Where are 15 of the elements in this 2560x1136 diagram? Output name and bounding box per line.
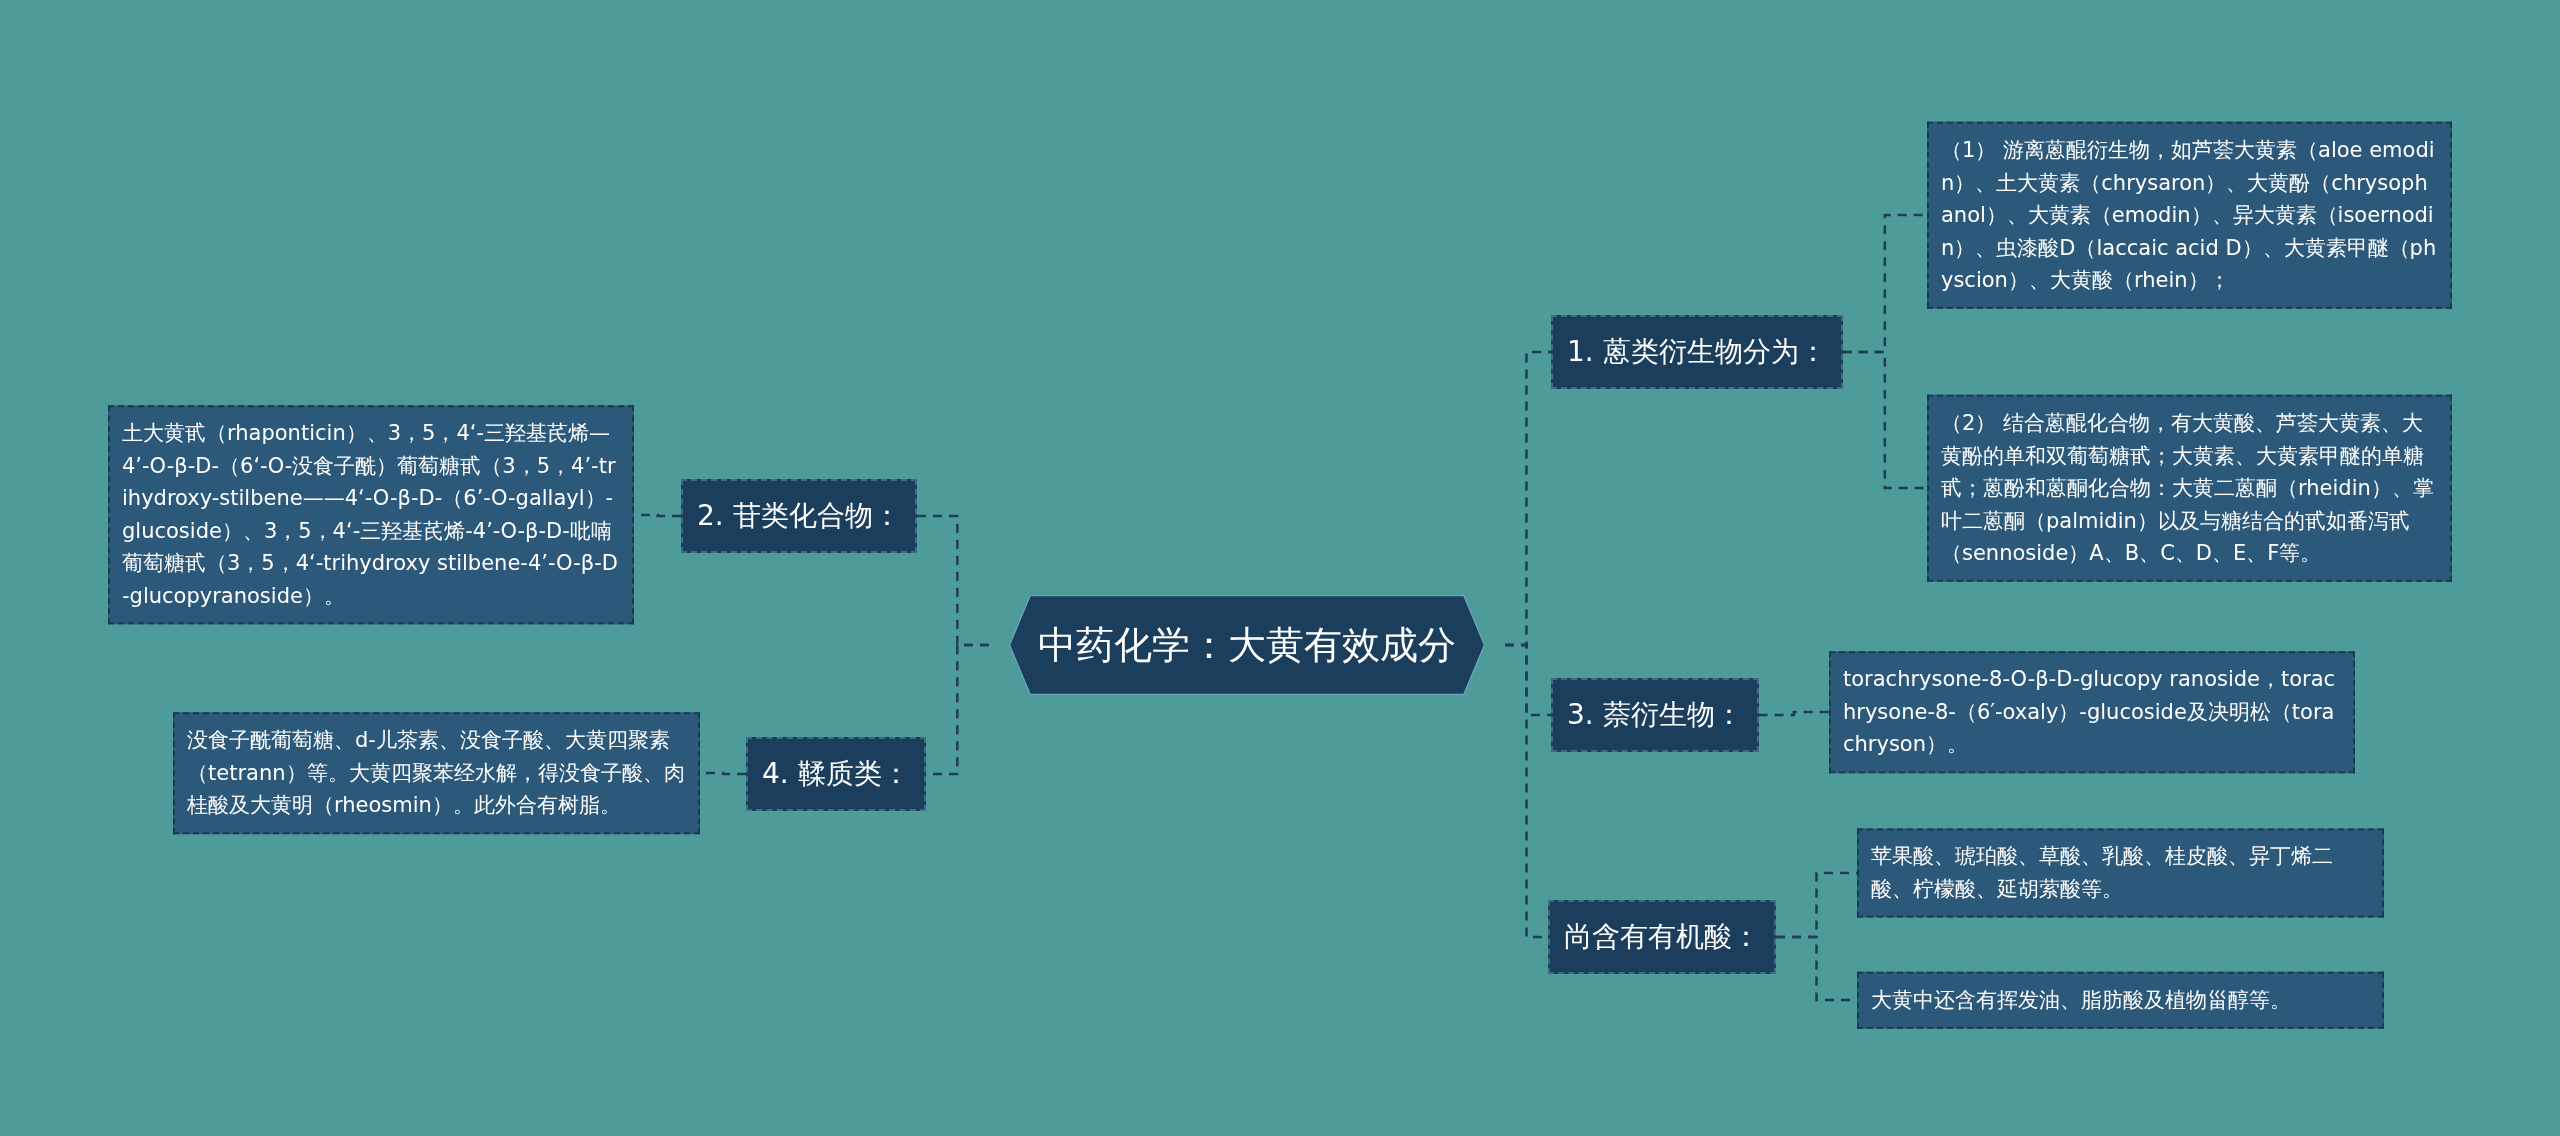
branch-topic: 2. 苷类化合物： [681,479,917,553]
detail-note: 没食子酰葡萄糖、d-儿茶素、没食子酸、大黄四聚素（tetrann）等。大黄四聚苯经水解，得没食子酸、肉桂酸及大黄明（rheosmin）。此外合有树脂。 [173,712,700,834]
detail-note: torachrysone-8-O-β-D-glucopy ranoside，torachrysone-8-（6′-oxaly）-glucoside及决明松（torachryson）。 [1829,651,2355,773]
central-topic-text: 中药化学：大黄有效成分 [1038,622,1456,667]
branch-topic: 1. 蒽类衍生物分为： [1551,315,1843,389]
detail-note: （2） 结合蒽醌化合物，有大黄酸、芦荟大黄素、大黄酚的单和双葡萄糖甙；大黄素、大黄素甲醚的单糖甙；蒽酚和蒽酮化合物：大黄二蒽酮（rheidin）、掌叶二蒽酮（palmidin）以及与糖结合的甙如番泻甙（sennoside）A、B、C、D、E、F等。 [1927,394,2452,582]
branch-topic: 4. 鞣质类： [746,737,926,811]
branch-topic: 3. 萘衍生物： [1551,678,1759,752]
connector-line [1758,710,1829,717]
detail-note: 土大黄甙（rhaponticin）、3，5，4‘-三羟基芪烯—4’-O-β-D-（6‘-O-没食子酰）葡萄糖甙（3，5，4’-trihydroxy-stilbene——4‘-O-β-D-（6’-O-gallayl）-glucoside）、3，5，4‘-三羟基芪烯-4’-O-β-D-吡喃葡萄糖甙（3，5，4‘-trihydroxy stilbene-4’-O-β-D-glucopyranoside）。 [108,405,634,625]
detail-note: 大黄中还含有挥发油、脂肪酸及植物甾醇等。 [1857,971,2384,1029]
detail-note: 苹果酸、琥珀酸、草酸、乳酸、桂皮酸、异丁烯二酸、柠檬酸、延胡萦酸等。 [1857,828,2384,918]
branch-topic: 尚含有有机酸： [1548,900,1776,974]
connector-line [1842,350,1927,490]
detail-note: （1） 游离蒽醌衍生物，如芦荟大黄素（aloe emodin）、土大黄素（chrysaron）、大黄酚（chrysophanol）、大黄素（emodin）、异大黄素（isoernodin）、虫漆酸D（laccaic acid D）、大黄素甲醚（physcion）、大黄酸（rhein）； [1927,121,2452,309]
